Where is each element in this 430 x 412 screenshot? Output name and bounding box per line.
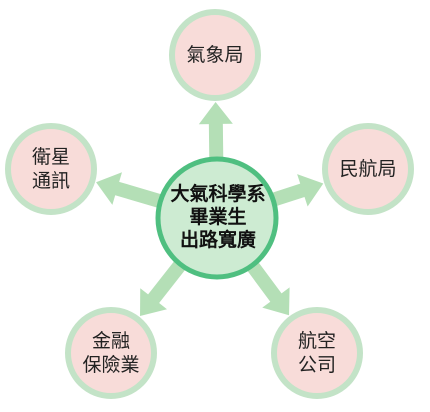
node-circle-civil-aviation [322,123,414,215]
node-airline-label-line-1: 航空 [297,330,336,352]
node-weather-bureau-label: 氣象局 [186,44,244,66]
node-weather-bureau: 氣象局 [170,12,260,98]
node-civil-aviation-label: 民航局 [339,158,397,180]
node-finance-insurance: 金融 保險業 [66,310,156,396]
node-finance-insurance-label-line-2: 保險業 [82,354,140,376]
center-title-line-1: 大氣科學系 [170,182,266,205]
center-title-line-2: 畢業生 [189,205,247,228]
node-airline-label-line-2: 公司 [297,354,336,376]
arrow-to-weather-bureau [198,101,233,168]
arrow-to-civil-aviation [263,174,324,209]
node-circle-weather-bureau [169,9,261,101]
node-circle-satellite-comm [5,123,97,215]
node-satellite-comm-label-line-1: 衛星 [31,146,70,168]
node-satellite-comm-label-line-2: 通訊 [31,170,70,192]
center-circle [155,156,279,280]
node-finance-insurance-label-line-1: 金融 [91,330,130,352]
node-circle-airline [271,307,363,399]
arrows-layer [96,101,324,317]
center-title-line-3: 出路寬廣 [179,228,256,251]
node-civil-aviation: 民航局 [323,126,413,212]
node-circle-finance-insurance [65,307,157,399]
arrow-to-airline [241,254,290,316]
arrow-to-satellite-comm [96,172,171,211]
center-layer [155,156,279,280]
node-satellite-comm: 衛星 通訊 [6,126,96,212]
node-airline: 航空 公司 [272,310,362,396]
center-title: 大氣科學系 畢業生 出路寬廣 [158,167,278,267]
arrow-to-finance-insurance [140,253,192,317]
nodes-layer [5,9,414,399]
